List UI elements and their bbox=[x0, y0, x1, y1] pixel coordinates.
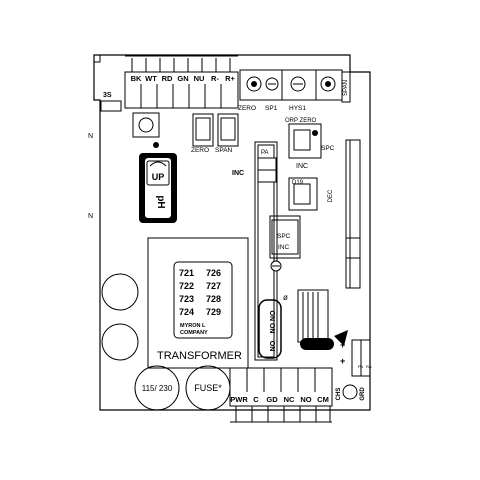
inc2-label: INC bbox=[296, 163, 308, 170]
push-button bbox=[132, 112, 160, 138]
chs-label: CHS bbox=[336, 388, 342, 401]
fuse-label: FUSE* bbox=[194, 383, 222, 393]
trim-pot-row bbox=[239, 69, 351, 103]
trim-label-zero: ZERO bbox=[238, 105, 256, 112]
trim-label-sp1: SP1 bbox=[265, 105, 278, 112]
right-edge-connector bbox=[345, 139, 361, 289]
voltage-selector bbox=[134, 365, 180, 411]
voltage-label: 115/ 230 bbox=[142, 384, 173, 393]
terminal-label: C bbox=[253, 395, 259, 404]
switch-label-ph: pH bbox=[155, 195, 166, 208]
bottom-terminal-block bbox=[229, 367, 333, 423]
model-number: 721 bbox=[179, 268, 194, 278]
relay-label-2: ON bbox=[268, 341, 275, 352]
terminal-label: NC bbox=[284, 395, 295, 404]
terminal-label: R- bbox=[211, 74, 219, 83]
terminal-label: PWR bbox=[230, 395, 248, 404]
card-label-inc: INC bbox=[232, 170, 244, 177]
terminal-label: RD bbox=[162, 74, 173, 83]
probe-terminals bbox=[351, 339, 371, 377]
plus-label: + bbox=[340, 340, 345, 350]
card-label-pa: PA bbox=[261, 150, 269, 156]
side-label-n-bottom: N bbox=[88, 213, 93, 220]
model-number: 727 bbox=[206, 281, 221, 291]
ground-screw bbox=[342, 384, 358, 400]
model-number: 728 bbox=[206, 294, 221, 304]
terminal-label: GD bbox=[266, 395, 278, 404]
model-number: 726 bbox=[206, 268, 221, 278]
orp-zero-label: ORP ZERO bbox=[285, 118, 317, 124]
board-outline bbox=[93, 54, 371, 411]
dot-indicator bbox=[153, 142, 159, 148]
side-label-n-top: N bbox=[88, 133, 93, 140]
round-component bbox=[101, 323, 139, 361]
terminal-label: BK bbox=[131, 74, 142, 83]
board-notch bbox=[94, 55, 101, 63]
d19-pot bbox=[288, 177, 318, 211]
terminal-label: NO bbox=[300, 395, 311, 404]
round-component bbox=[101, 273, 139, 311]
terminal-label: CM bbox=[317, 395, 329, 404]
box-label-inc: INC bbox=[278, 244, 290, 251]
company-line: MYRON L bbox=[180, 323, 206, 329]
option-card bbox=[254, 141, 301, 361]
switch-label-up: UP bbox=[152, 172, 165, 182]
terminal-label: GN bbox=[177, 74, 188, 83]
terminal-label: R+ bbox=[225, 74, 235, 83]
company-line: COMPANY bbox=[180, 330, 208, 336]
model-number: 724 bbox=[179, 307, 194, 317]
grd-label: GRD bbox=[360, 387, 366, 401]
plus-label-2: + bbox=[340, 356, 345, 366]
terminal-label: WT bbox=[145, 74, 157, 83]
dip-label-zero: ZERO bbox=[191, 147, 209, 154]
dip-label-span: SPAN bbox=[215, 147, 233, 154]
model-number: 729 bbox=[206, 307, 221, 317]
model-number: 723 bbox=[179, 294, 194, 304]
relay-block bbox=[258, 289, 348, 359]
trim-label-hys1: HYS1 bbox=[289, 105, 306, 112]
trim-label-span: SPAN bbox=[343, 80, 349, 96]
transformer-label: TRANSFORMER bbox=[157, 350, 242, 362]
transformer bbox=[147, 237, 249, 369]
phi-symbol: ø bbox=[283, 293, 288, 302]
relay-label: ON ON bbox=[268, 311, 275, 334]
small-label-pa: PA bbox=[358, 364, 363, 369]
d19-label: D19 bbox=[292, 180, 304, 186]
small-label-ra: RA bbox=[366, 364, 372, 369]
up-ph-switch bbox=[139, 153, 177, 223]
small-component bbox=[100, 100, 122, 112]
top-terminal-block: BK WT RD GN NU R- R+ bbox=[124, 55, 239, 109]
model-number: 722 bbox=[179, 281, 194, 291]
orp-pot bbox=[288, 123, 322, 159]
zero-span-pots bbox=[192, 113, 239, 147]
board-id-label: 3S bbox=[103, 92, 112, 99]
dec-label: DEC bbox=[328, 189, 334, 202]
box-label-spc: SPC bbox=[277, 233, 291, 240]
terminal-label: NU bbox=[194, 74, 205, 83]
spc-label: SPC bbox=[321, 145, 335, 152]
